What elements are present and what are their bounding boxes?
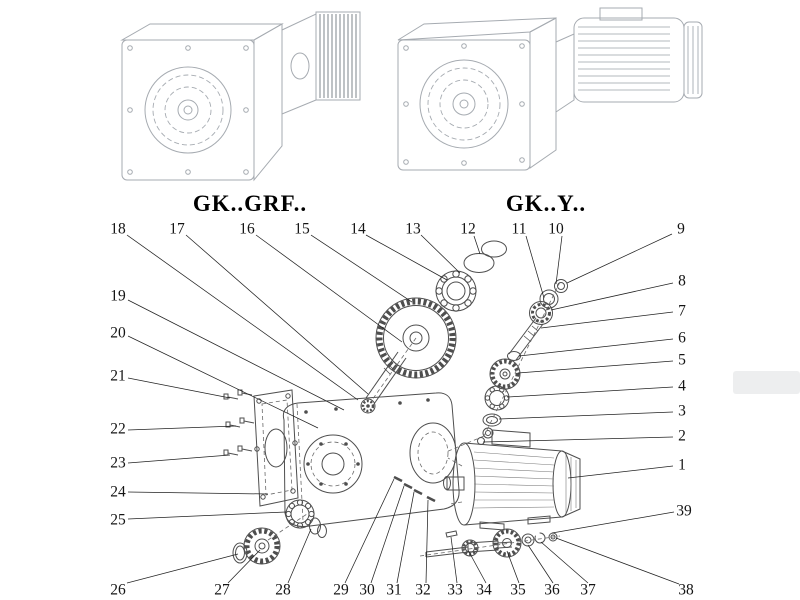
part-number-28: 28 — [275, 581, 291, 599]
part-number-8: 8 — [678, 272, 686, 290]
part-number-39: 39 — [676, 502, 692, 520]
part-number-18: 18 — [110, 220, 126, 238]
flange-screws — [223, 389, 255, 456]
motor-shaft-assembly — [419, 528, 561, 558]
part-number-21: 21 — [110, 367, 126, 385]
part-number-9: 9 — [677, 220, 685, 238]
part-number-33: 33 — [447, 581, 463, 599]
part-number-11: 11 — [511, 220, 527, 238]
part-number-31: 31 — [386, 581, 402, 599]
part-number-34: 34 — [476, 581, 492, 599]
part-number-25: 25 — [110, 511, 126, 529]
part-number-13: 13 — [405, 220, 421, 238]
part-number-23: 23 — [110, 454, 126, 472]
part-number-15: 15 — [294, 220, 310, 238]
output-gear-assembly — [360, 240, 507, 414]
part-number-17: 17 — [169, 220, 185, 238]
part-number-27: 27 — [214, 581, 230, 599]
part-number-29: 29 — [333, 581, 349, 599]
input-shaft-assembly — [445, 279, 568, 453]
housing — [282, 392, 460, 527]
flange-plate — [253, 389, 299, 507]
part-number-4: 4 — [678, 377, 686, 395]
motor — [443, 429, 581, 531]
part-number-16: 16 — [239, 220, 255, 238]
part-number-36: 36 — [544, 581, 560, 599]
variant-label-gkgrf: GK..GRF.. — [192, 191, 308, 216]
part-number-38: 38 — [678, 581, 694, 599]
part-number-19: 19 — [110, 287, 126, 305]
part-number-10: 10 — [548, 220, 564, 238]
assembled-view-gky — [397, 7, 703, 171]
scan-artifact — [733, 371, 800, 394]
part-number-1: 1 — [678, 456, 686, 474]
part-number-22: 22 — [110, 420, 126, 438]
leader-lines — [126, 233, 680, 585]
variant-label-gky: GK..Y.. — [505, 191, 587, 216]
part-number-7: 7 — [678, 302, 686, 320]
part-number-20: 20 — [110, 324, 126, 342]
part-number-35: 35 — [510, 581, 526, 599]
part-number-37: 37 — [580, 581, 596, 599]
part-number-12: 12 — [460, 220, 476, 238]
part-number-32: 32 — [415, 581, 431, 599]
part-number-2: 2 — [678, 427, 686, 445]
exploded-view — [223, 240, 581, 565]
part-number-5: 5 — [678, 351, 686, 369]
part-number-6: 6 — [678, 329, 686, 347]
assembled-view-gkgrf — [120, 11, 361, 182]
part-number-26: 26 — [110, 581, 126, 599]
part-number-3: 3 — [678, 402, 686, 420]
coupling-fasteners — [393, 475, 436, 503]
part-number-24: 24 — [110, 483, 126, 501]
lower-left-bearing-gear — [232, 499, 327, 565]
part-number-14: 14 — [350, 220, 366, 238]
part-number-30: 30 — [359, 581, 375, 599]
